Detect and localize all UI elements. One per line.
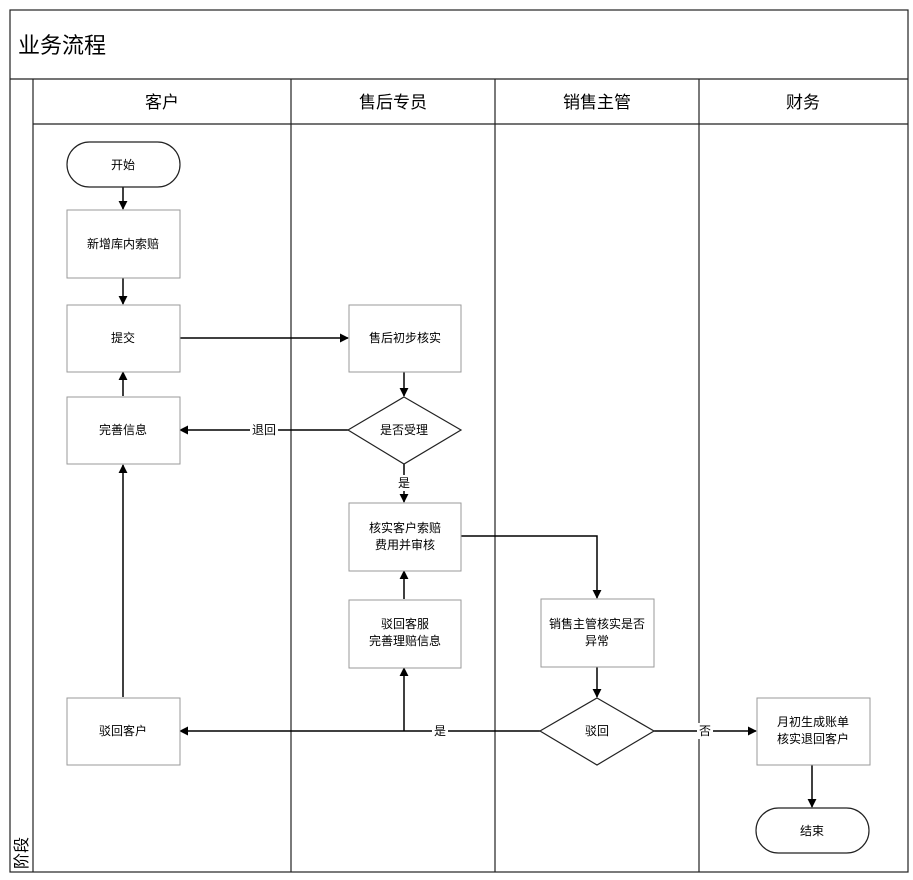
- lane-header-customer: 客户: [145, 93, 179, 113]
- node-new-claim-label: 新增库内索赔: [87, 236, 159, 251]
- diagram-title: 业务流程: [18, 34, 106, 59]
- node-improve-info-label: 完善信息: [99, 422, 147, 437]
- node-new-claim: 新增库内索赔: [66, 209, 181, 279]
- node-prelim-check: 售后初步核实: [348, 304, 462, 373]
- edge-labels: 退回 是 是 否: [250, 422, 713, 739]
- node-reject-decision: 驳回: [538, 697, 656, 766]
- edge-verify-to-mgr: [461, 535, 602, 599]
- node-monthly-bill: 月初生成账单 核实退回客户: [756, 697, 871, 766]
- node-reject-service-line2: 完善理赔信息: [369, 633, 441, 648]
- node-reject-service: 驳回客服 完善理赔信息: [348, 599, 462, 669]
- node-mgr-check-line2: 异常: [585, 634, 609, 648]
- node-monthly-bill-line2: 核实退回客户: [777, 731, 849, 746]
- node-reject-customer-label: 驳回客户: [99, 723, 147, 738]
- node-start: 开始: [66, 141, 181, 188]
- edges: [118, 187, 817, 808]
- node-verify-cost-line2: 费用并审核: [375, 537, 435, 552]
- node-mgr-check: 销售主管核实是否 异常: [540, 598, 655, 668]
- node-verify-cost: 核实客户索赔 费用并审核: [348, 502, 462, 572]
- node-reject-customer: 驳回客户: [66, 697, 181, 766]
- edge-label-yes-reject: 是: [434, 724, 446, 738]
- outer-frame: [9, 9, 909, 873]
- node-submit-label: 提交: [111, 330, 135, 345]
- node-accept-decision-label: 是否受理: [380, 423, 428, 437]
- node-prelim-check-label: 售后初步核实: [369, 330, 441, 345]
- lane-header-aftersales: 售后专员: [359, 93, 427, 113]
- node-reject-decision-label: 驳回: [585, 724, 609, 738]
- node-improve-info: 完善信息: [66, 396, 181, 465]
- node-submit: 提交: [66, 304, 181, 373]
- edge-label-return: 退回: [252, 423, 276, 437]
- node-end-label: 结束: [800, 824, 824, 838]
- node-mgr-check-line1: 销售主管核实是否: [549, 616, 645, 631]
- node-end: 结束: [755, 807, 870, 854]
- edge-label-no: 否: [699, 724, 711, 738]
- node-verify-cost-line1: 核实客户索赔: [369, 520, 441, 535]
- node-reject-service-line1: 驳回客服: [381, 616, 429, 631]
- lane-header-salesmgr: 销售主管: [563, 93, 631, 113]
- lane-header-finance: 财务: [786, 93, 820, 113]
- node-start-label: 开始: [111, 158, 135, 172]
- edge-label-yes-accept: 是: [398, 476, 410, 490]
- node-monthly-bill-line1: 月初生成账单: [777, 715, 849, 729]
- node-accept-decision: 是否受理: [346, 396, 463, 465]
- phase-label: 阶段: [12, 837, 31, 869]
